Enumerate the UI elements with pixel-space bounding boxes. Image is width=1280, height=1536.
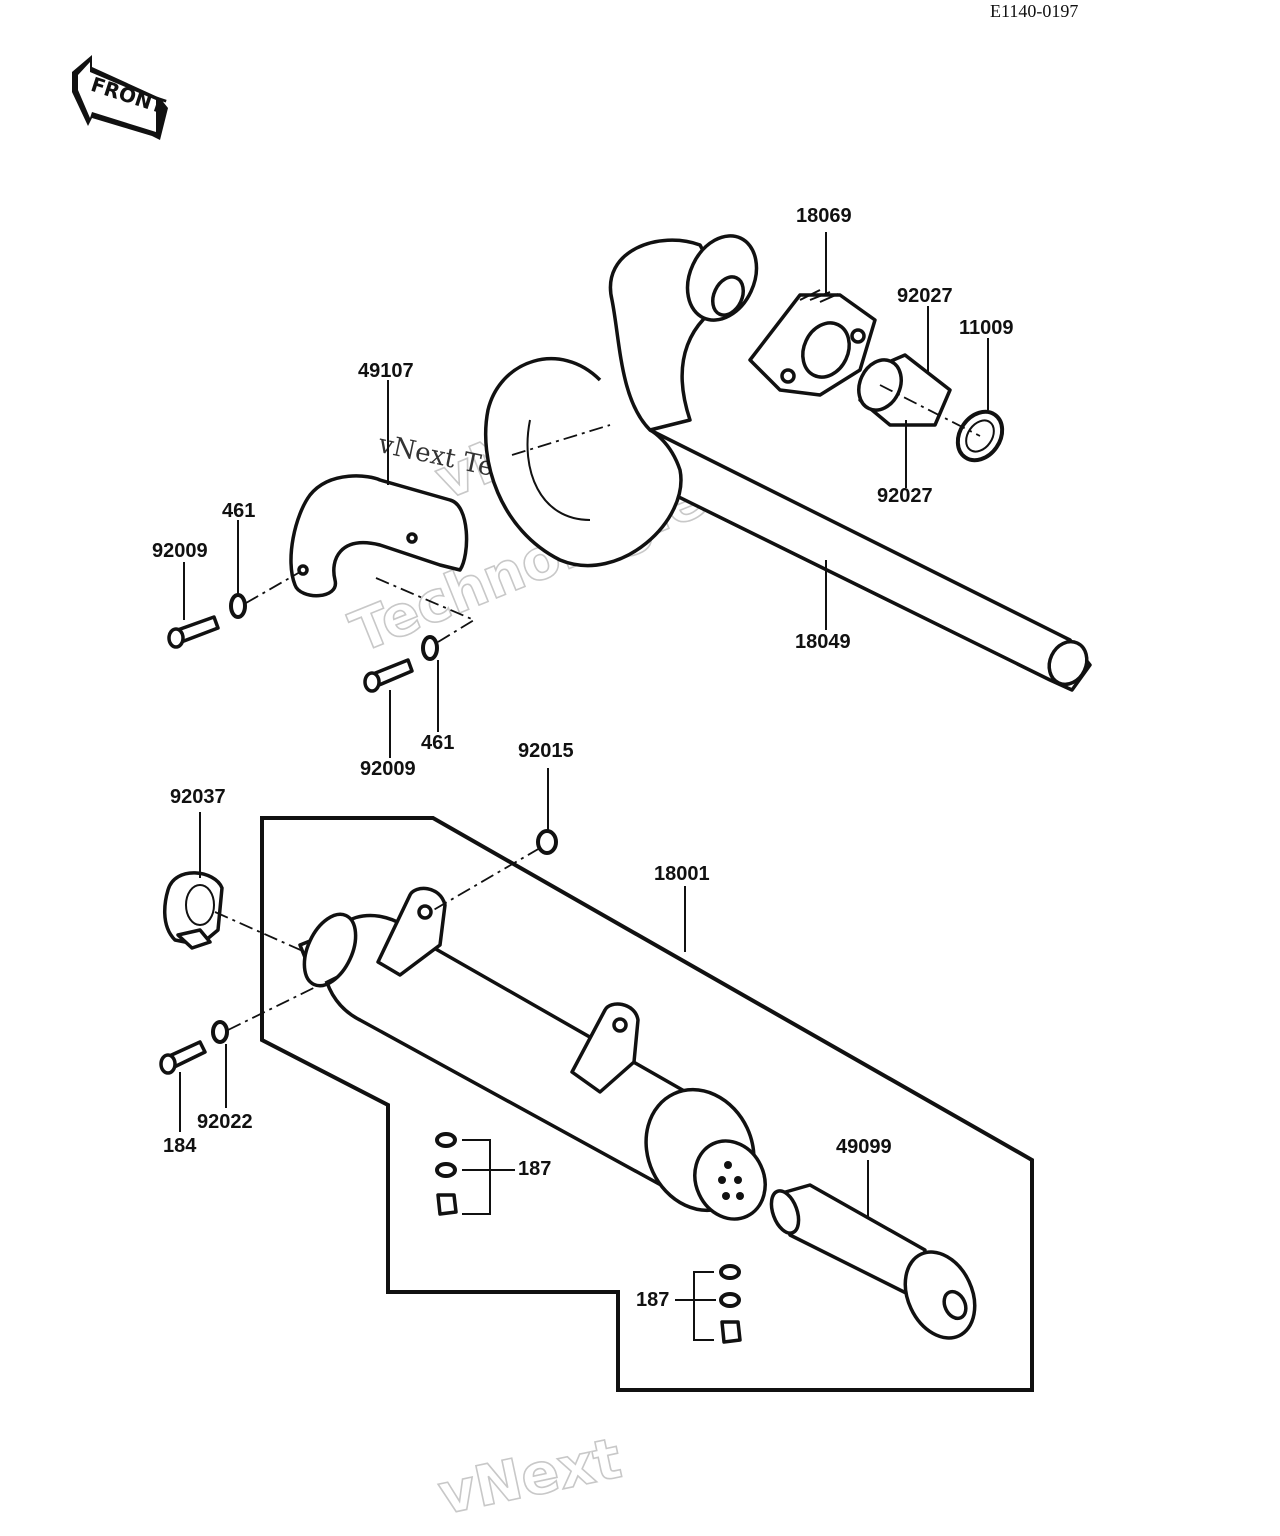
split-collar-92027 — [857, 353, 952, 427]
label-187-upper: 187 — [518, 1158, 551, 1180]
label-92009-bottom: 92009 — [360, 758, 416, 780]
bolt-92009-left — [167, 615, 220, 649]
label-92037: 92037 — [170, 786, 226, 808]
label-184: 184 — [163, 1135, 197, 1157]
front-arrow-icon: FRONT — [72, 55, 168, 140]
label-11009: 11009 — [959, 317, 1014, 339]
muffler-18001 — [298, 886, 767, 1221]
label-18001: 18001 — [654, 863, 710, 885]
heat-guard-49107 — [289, 474, 469, 598]
label-18069: 18069 — [796, 205, 852, 227]
label-18049: 18049 — [795, 631, 851, 653]
label-49099: 49099 — [836, 1136, 892, 1158]
watermark-bottom: vNext — [433, 1426, 627, 1528]
muffler-group-outline — [260, 816, 1034, 1392]
gasket-11009 — [955, 409, 1005, 463]
screw-set-187-upper — [435, 1132, 458, 1216]
label-92009-left: 92009 — [152, 540, 208, 562]
label-461-bottom: 461 — [421, 732, 454, 754]
pipe-end-collar — [685, 234, 759, 322]
washer-461-left — [229, 593, 247, 619]
nut-92015 — [536, 829, 558, 855]
exhaust-flange-18069 — [748, 289, 877, 397]
screw-set-187-lower — [719, 1264, 742, 1344]
label-92015: 92015 — [518, 740, 574, 762]
label-461-left: 461 — [222, 500, 255, 522]
spark-arrester-49099 — [769, 1183, 977, 1340]
reference-code: E1140-0197 — [990, 1, 1078, 21]
label-92027-bottom: 92027 — [877, 485, 933, 507]
label-49107: 49107 — [358, 360, 414, 382]
washer-92022 — [211, 1020, 229, 1044]
label-92022: 92022 — [197, 1111, 253, 1133]
exhaust-pipe-18049 — [483, 238, 1092, 692]
clamp-92037 — [163, 871, 224, 950]
bolt-92009-bottom — [363, 658, 414, 693]
label-92027-top: 92027 — [897, 285, 953, 307]
bolt-184 — [159, 1040, 207, 1075]
label-187-lower: 187 — [636, 1289, 669, 1311]
washer-461-bottom — [421, 635, 439, 661]
